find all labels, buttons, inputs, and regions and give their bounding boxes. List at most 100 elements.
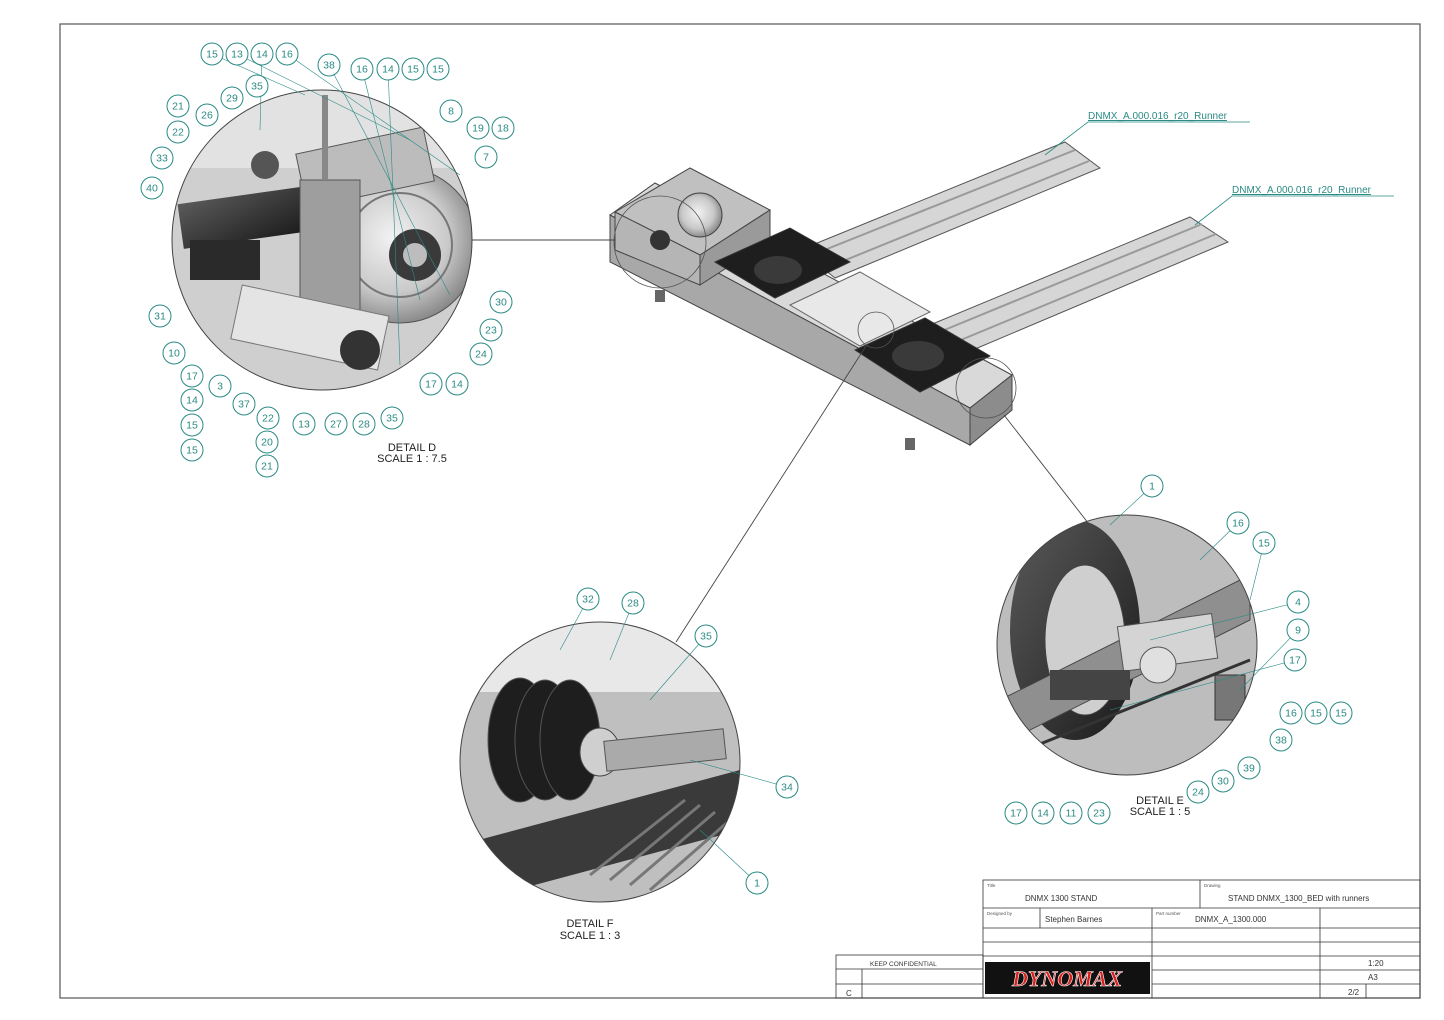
callout-balloon <box>255 430 279 454</box>
callout-balloon <box>489 290 513 314</box>
callout-number: 23 <box>1093 808 1105 820</box>
callout-balloon <box>466 116 490 140</box>
callout-leader <box>649 635 707 701</box>
callout-balloon <box>180 438 204 462</box>
callout-number: 16 <box>1232 518 1244 530</box>
callout-balloon <box>474 145 498 169</box>
callout-number: 34 <box>781 782 793 794</box>
callout-number: 14 <box>382 64 394 76</box>
callout-number: 15 <box>432 64 444 76</box>
callout-balloon <box>1140 474 1164 498</box>
detail-d-scale: SCALE 1 : 7.5 <box>377 453 447 465</box>
callout-number: 35 <box>700 631 712 643</box>
callout-number: 14 <box>186 395 198 407</box>
callout-number: 21 <box>172 101 184 113</box>
callout-balloon <box>220 86 244 110</box>
callout-number: 28 <box>358 419 370 431</box>
runner-label-top: DNMX_A.000.016_r20_Runner <box>1044 111 1250 156</box>
callout-balloon <box>1211 769 1235 793</box>
callout-number: 26 <box>201 110 213 122</box>
callout-balloon <box>250 42 274 66</box>
callout-balloon <box>745 871 769 895</box>
callout-number: 10 <box>168 348 180 360</box>
callout-balloon <box>317 53 341 77</box>
detail-e-marker <box>955 357 1017 419</box>
callout-number: 32 <box>582 594 594 606</box>
detail-e-scale: SCALE 1 : 5 <box>1130 806 1191 818</box>
runner-top <box>799 141 1102 279</box>
runner-label-bottom: DNMX_A.000.016_r20_Runner <box>1194 185 1394 226</box>
detail-f-connector <box>675 345 867 643</box>
callout-number: 1 <box>754 878 760 890</box>
callout-number: 17 <box>1289 655 1301 667</box>
callout-number: 31 <box>154 311 166 323</box>
callout-balloon <box>292 412 316 436</box>
title-block-text: Title DNMX 1300 STAND Drawing STAND DNMX… <box>846 883 1384 998</box>
callout-number: 20 <box>261 437 273 449</box>
callout-number: 17 <box>425 379 437 391</box>
callout-number: 15 <box>1258 538 1270 550</box>
callout-balloon <box>180 364 204 388</box>
callout-number: 19 <box>472 123 484 135</box>
callout-number: 30 <box>495 297 507 309</box>
callout-balloon <box>140 176 164 200</box>
callout-number: 30 <box>1217 776 1229 788</box>
callout-leader <box>211 53 306 96</box>
callout-number: 22 <box>262 413 274 425</box>
callout-leader <box>387 68 401 366</box>
callout-balloon <box>1283 648 1307 672</box>
runner-label-top-text: DNMX_A.000.016_r20_Runner <box>1088 111 1228 122</box>
callout-number: 24 <box>475 349 487 361</box>
runner-bottom <box>928 216 1230 353</box>
callout-number: 9 <box>1295 625 1301 637</box>
callout-number: 16 <box>1285 708 1297 720</box>
drawing-label: Drawing <box>1204 883 1221 888</box>
callout-number: 18 <box>497 123 509 135</box>
callout-balloon <box>1031 801 1055 825</box>
part-number-value: DNMX_A_1300.000 <box>1195 915 1267 924</box>
callout-balloon <box>1252 531 1276 555</box>
callout-balloon <box>419 372 443 396</box>
detail-d-marker <box>613 195 707 289</box>
callout-number: 35 <box>251 81 263 93</box>
callout-balloon <box>245 74 269 98</box>
callout-balloon <box>479 318 503 342</box>
callout-balloon <box>1237 756 1261 780</box>
callout-balloon <box>694 624 718 648</box>
callout-number: 11 <box>1066 808 1077 820</box>
part-label: Part number <box>1156 911 1181 916</box>
callout-balloon <box>180 413 204 437</box>
callout-balloon <box>576 587 600 611</box>
callout-number: 17 <box>1010 808 1022 820</box>
callout-leader <box>1109 659 1296 711</box>
callout-balloon <box>232 392 256 416</box>
callout-balloon <box>1269 728 1293 752</box>
detail-f-scale: SCALE 1 : 3 <box>560 930 621 942</box>
logo-box <box>985 962 1150 994</box>
callout-number: 14 <box>451 379 463 391</box>
detail-d-title: DETAIL D <box>388 442 436 454</box>
callout-number: 16 <box>356 64 368 76</box>
callout-balloon <box>445 372 469 396</box>
callout-number: 15 <box>1310 708 1322 720</box>
callout-balloon <box>166 120 190 144</box>
callout-number: 35 <box>386 413 398 425</box>
callout-balloon <box>775 775 799 799</box>
callout-balloon <box>225 42 249 66</box>
callout-number: 17 <box>186 371 198 383</box>
drawing-value: STAND DNMX_1300_BED with runners <box>1228 894 1369 903</box>
callout-number: 15 <box>1335 708 1347 720</box>
designed-label: Designed by <box>987 911 1013 916</box>
callout-balloon <box>401 57 425 81</box>
sheet-value: 2/2 <box>1348 988 1360 997</box>
callout-balloon <box>275 42 299 66</box>
callout-number: 27 <box>330 419 342 431</box>
status-value: KEEP CONFIDENTIAL <box>870 961 937 968</box>
callout-number: 24 <box>1192 787 1204 799</box>
